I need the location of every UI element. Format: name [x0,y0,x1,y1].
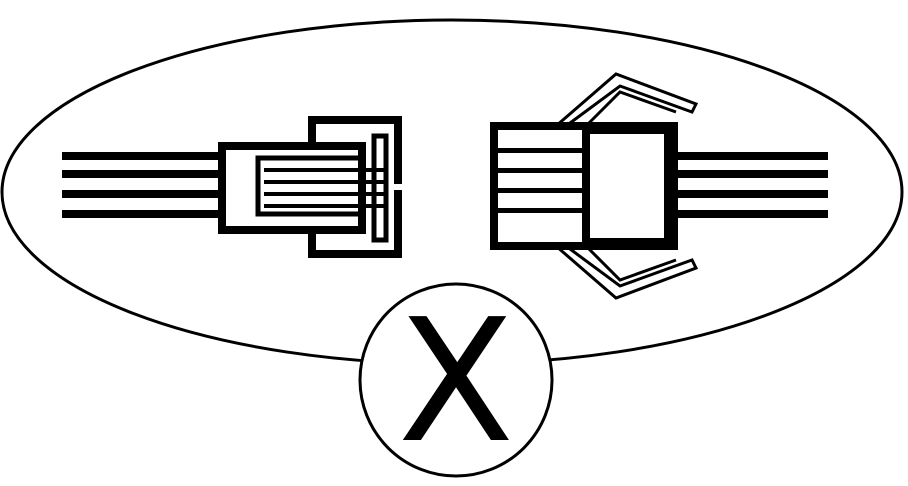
socket-clip-bottom [555,244,699,300]
socket-clip-top [555,72,699,128]
not-allowed-icon: X [358,282,554,481]
socket-clip-bottom-inner [584,244,677,282]
connector-plug-icon [62,116,402,258]
plug-latch-top [308,116,402,184]
socket-cable-wires [674,152,828,218]
badge-mark: X [398,283,514,481]
plug-cable-wires [62,152,222,218]
badge-circle [358,282,554,478]
plug-contacts [264,168,388,208]
socket-inner-block [582,126,672,246]
connector-socket-icon [490,72,828,300]
plug-notch [371,133,389,243]
socket-contacts [498,148,586,213]
socket-clip-top-inner [584,90,677,128]
plug-latch-bottom [308,190,402,258]
plug-inner-frame [255,155,365,217]
